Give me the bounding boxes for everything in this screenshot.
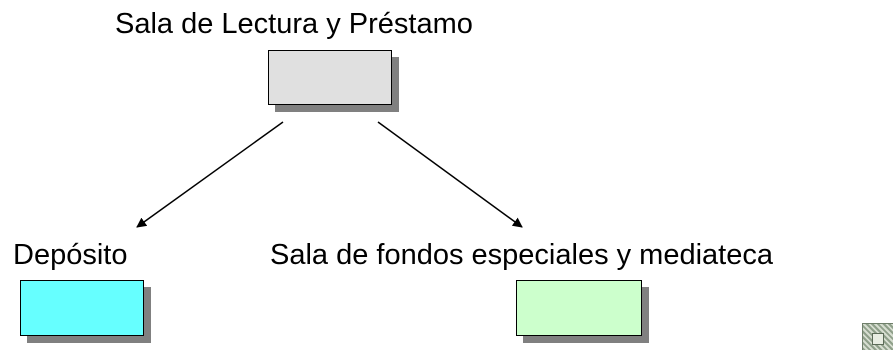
sala-fondos-box: [516, 280, 642, 336]
sala-fondos-label: Sala de fondos especiales y mediateca: [270, 239, 773, 271]
thumbnail-image: [862, 323, 893, 350]
deposito-box: [20, 280, 144, 336]
arrow-to-sala-fondos: [377, 121, 523, 228]
arrow-to-deposito: [136, 121, 284, 228]
deposito-label: Depósito: [13, 239, 128, 271]
thumbnail-detail: [872, 333, 884, 345]
root-label: Sala de Lectura y Préstamo: [115, 8, 473, 40]
root-box: [268, 50, 392, 105]
